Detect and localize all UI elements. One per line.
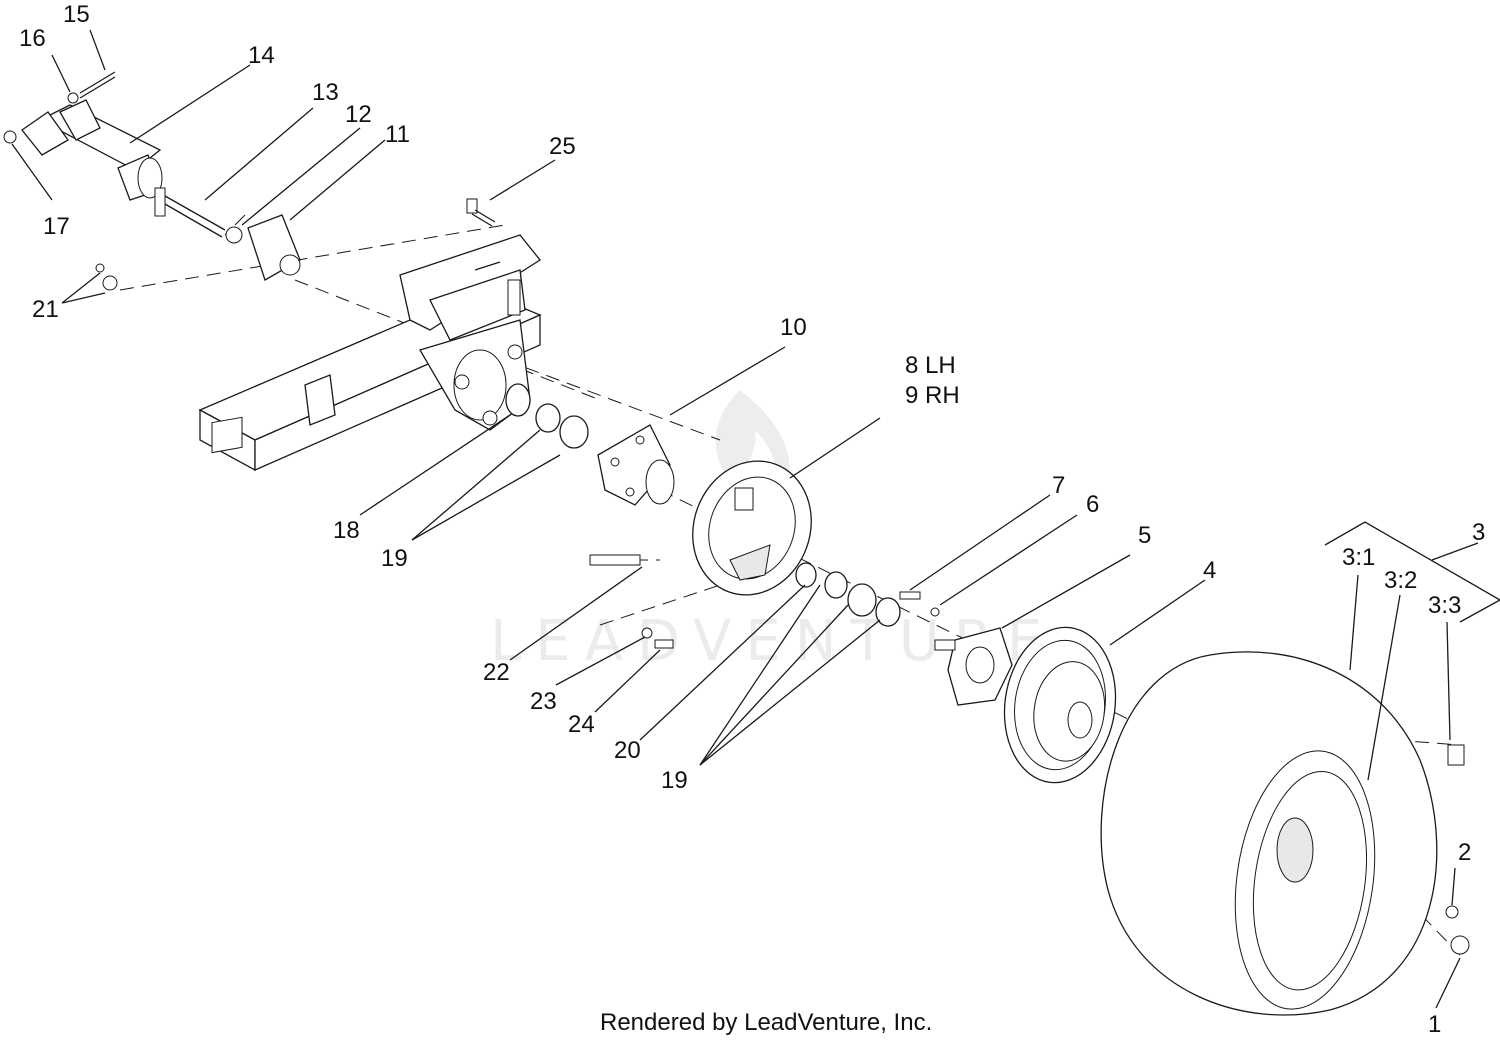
callout-1: 1 [1428,1011,1441,1038]
bolt-25 [466,198,478,214]
axle-frame-part [198,234,542,472]
washer-12 [225,226,243,244]
lug-nut-1 [1450,935,1470,955]
callout-2: 2 [1458,839,1471,866]
callout-6: 6 [1086,491,1099,518]
callout-8: 8 LH [905,352,956,379]
drive-shaft-part [21,99,226,238]
callout-24: 24 [568,711,595,738]
bearings-right [795,562,901,627]
nut-2 [1445,905,1459,919]
valve-stem-3-3 [1447,744,1465,766]
washer-6 [930,607,940,617]
hardware-parts [3,71,496,291]
wheel-hub-part [934,627,1013,706]
stud-washer [899,591,940,617]
callout-21: 21 [32,296,59,323]
callout-14: 14 [248,42,275,69]
callout-5: 5 [1138,522,1151,549]
callout-3-1: 3:1 [1342,544,1375,571]
callout-3-2: 3:2 [1384,567,1417,594]
leader-lines [11,29,1500,1009]
callout-10: 10 [780,314,807,341]
callout-3: 3 [1472,519,1485,546]
callout-9: 9 RH [905,382,960,409]
footer-credit: Rendered by LeadVenture, Inc. [600,1009,932,1036]
bearings-left [505,383,589,449]
callout-16: 16 [19,25,46,52]
hub-carrier-part [597,424,675,506]
nut-17 [3,130,17,144]
callout-12: 12 [345,101,372,128]
brake-assembly-part [692,460,812,596]
wheel-tire-part [1100,651,1470,1016]
callout-4: 4 [1203,557,1216,584]
bolt-24 [654,639,674,649]
stud-7 [899,591,921,600]
pin-and-bolts [589,554,674,649]
callout-labels: 1 2 3 3:1 3:2 3:3 4 5 6 7 8 LH 9 RH 10 1… [19,1,1485,1038]
callout-18: 18 [333,517,360,544]
callout-13: 13 [312,79,339,106]
brake-drum-part [1003,626,1117,784]
callout-3-3: 3:3 [1428,592,1461,619]
washer-16 [67,92,79,104]
callout-22: 22 [483,659,510,686]
callout-17: 17 [43,213,70,240]
pin-22 [589,554,641,566]
callout-19-left: 19 [381,545,408,572]
callout-25: 25 [549,133,576,160]
callout-11: 11 [385,121,410,148]
washer-23 [641,627,653,639]
spacer-20 [795,562,817,588]
callout-7: 7 [1052,472,1065,499]
callout-20: 20 [614,737,641,764]
callout-23: 23 [530,688,557,715]
callout-15: 15 [63,1,90,28]
callout-19-right: 19 [661,767,688,794]
seal-18 [505,383,531,417]
clip-21 [102,275,118,291]
